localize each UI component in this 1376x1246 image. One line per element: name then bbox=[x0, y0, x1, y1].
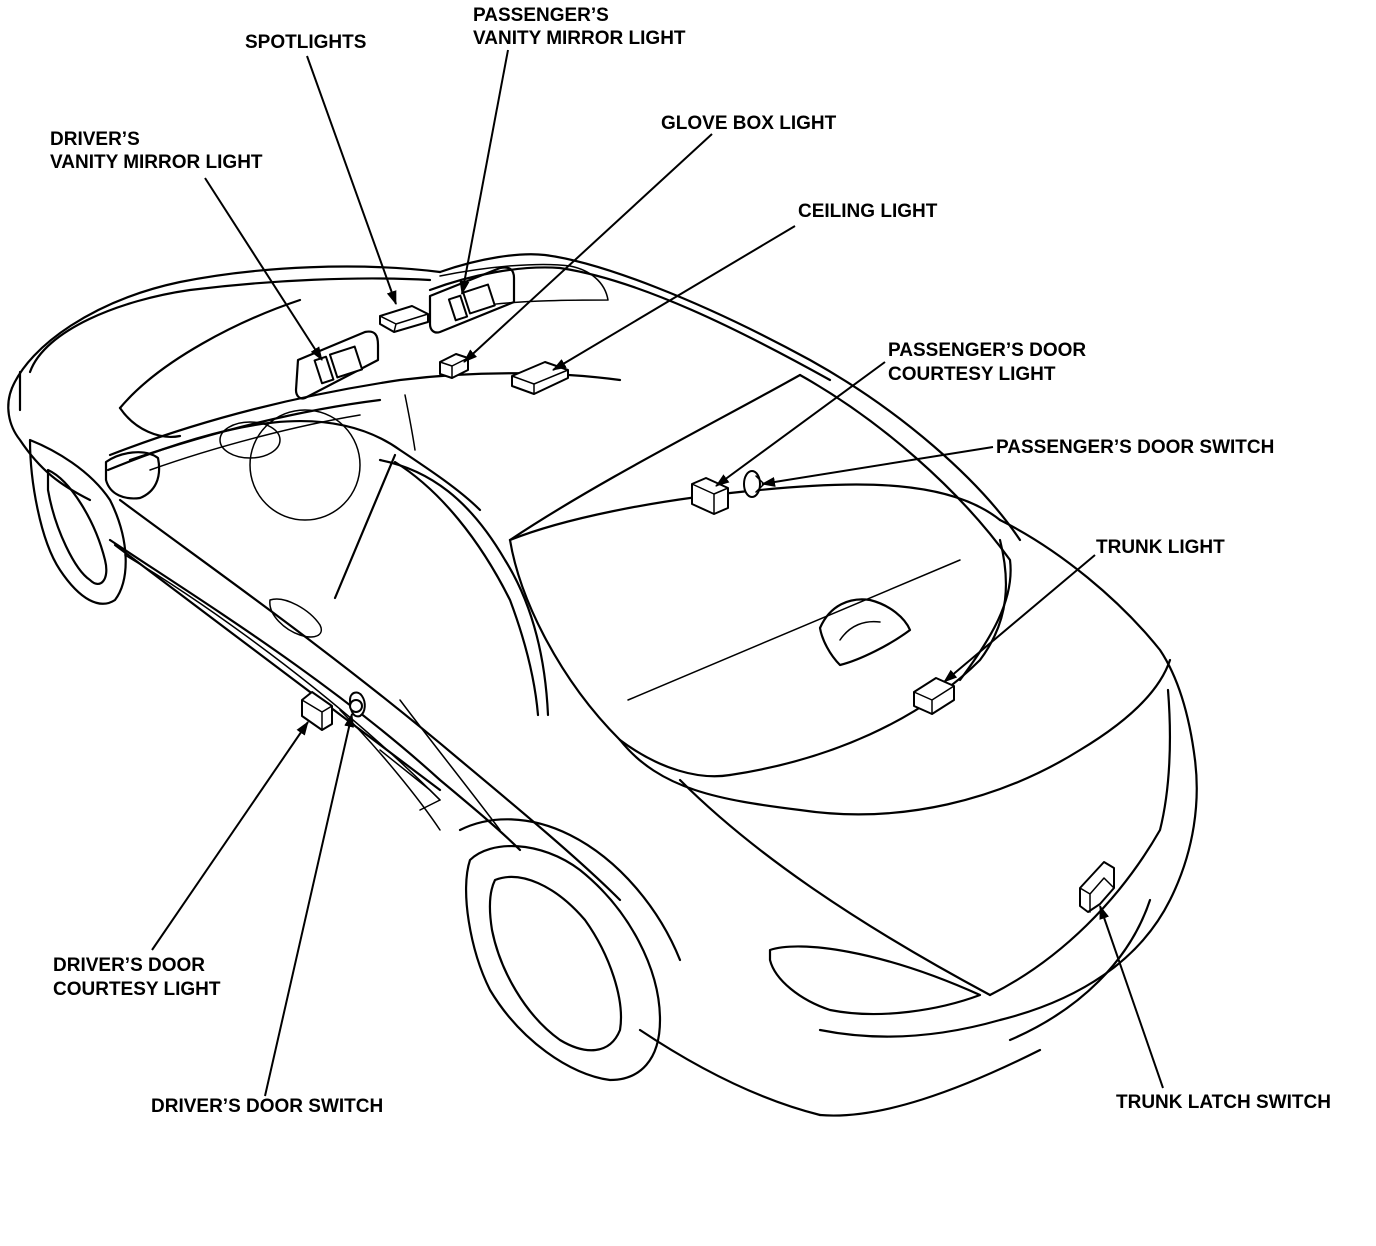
passenger-vanity-leader bbox=[459, 49, 509, 295]
driver-switch-leader bbox=[264, 713, 354, 1097]
label-trunk-latch-switch: TRUNK LATCH SWITCH bbox=[1116, 1092, 1331, 1113]
driver-door-switch-part bbox=[349, 691, 366, 718]
spotlights-part bbox=[379, 305, 429, 333]
spotlights-leader bbox=[306, 55, 397, 305]
glove-box-leader bbox=[463, 133, 713, 363]
passenger-door-switch-part bbox=[743, 470, 765, 498]
driver-vanity-leader bbox=[204, 177, 323, 361]
label-passenger-vanity-line2: VANITY MIRROR LIGHT bbox=[473, 28, 686, 49]
label-driver-vanity-line2: VANITY MIRROR LIGHT bbox=[50, 152, 263, 173]
trunk-light-part bbox=[913, 677, 955, 715]
label-driver-courtesy-line1: DRIVER’S DOOR bbox=[53, 955, 205, 976]
labels: SPOTLIGHTS PASSENGER’S VANITY MIRROR LIG… bbox=[50, 5, 1331, 1117]
trunk-light-leader bbox=[943, 554, 1096, 683]
label-passenger-courtesy-line2: COURTESY LIGHT bbox=[888, 364, 1056, 385]
label-passenger-vanity-line1: PASSENGER’S bbox=[473, 5, 609, 26]
ceiling-leader bbox=[552, 225, 796, 371]
passenger-courtesy-leader bbox=[715, 361, 886, 487]
driver-door-courtesy-light-part bbox=[301, 691, 333, 731]
driver-vanity-mirror-light-part bbox=[294, 330, 380, 400]
leader-lines bbox=[151, 49, 1164, 1097]
label-ceiling-light: CEILING LIGHT bbox=[798, 201, 938, 222]
label-driver-vanity-line1: DRIVER’S bbox=[50, 129, 140, 150]
label-driver-courtesy-line2: COURTESY LIGHT bbox=[53, 979, 221, 1000]
label-passenger-door-switch: PASSENGER’S DOOR SWITCH bbox=[996, 437, 1274, 458]
label-glove-box-light: GLOVE BOX LIGHT bbox=[661, 113, 837, 134]
driver-courtesy-leader bbox=[151, 721, 309, 951]
label-passenger-courtesy-line1: PASSENGER’S DOOR bbox=[888, 340, 1086, 361]
trunk-latch-switch-part bbox=[1079, 861, 1115, 913]
label-spotlights: SPOTLIGHTS bbox=[245, 32, 366, 53]
glove-box-light-part bbox=[439, 353, 469, 379]
passenger-switch-leader bbox=[761, 446, 994, 487]
label-trunk-light: TRUNK LIGHT bbox=[1096, 537, 1225, 558]
trunk-latch-leader bbox=[1099, 905, 1164, 1089]
passenger-door-courtesy-light-part bbox=[691, 477, 729, 515]
car-outline bbox=[7, 253, 1198, 1117]
label-driver-door-switch: DRIVER’S DOOR SWITCH bbox=[151, 1096, 383, 1117]
passenger-vanity-mirror-light-part bbox=[428, 266, 516, 334]
